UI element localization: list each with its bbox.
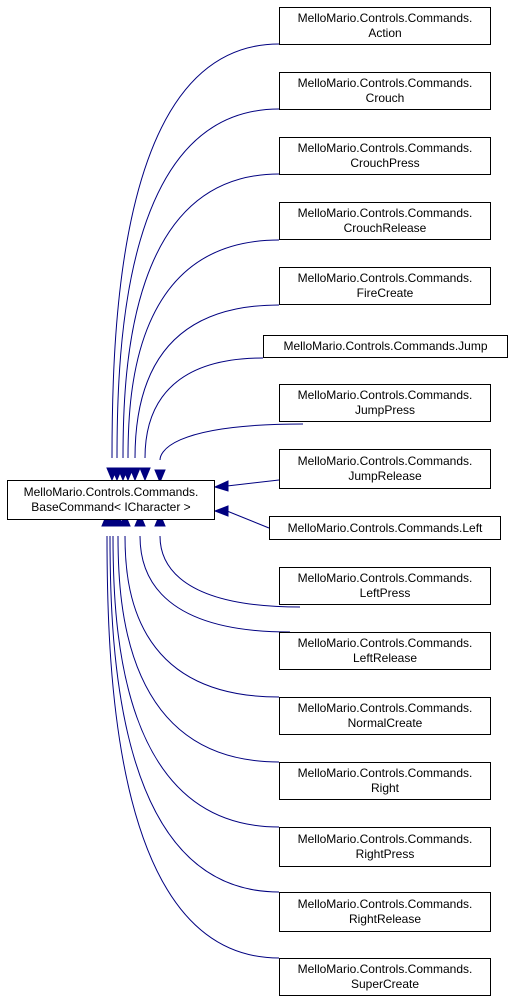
base-command-line1: MelloMario.Controls.Commands. [23,485,199,499]
inheritance-edge [159,535,301,608]
class-node-line2: LeftPress [359,586,411,600]
class-node-line2: Action [368,26,402,40]
inheritance-arrowhead [213,505,229,517]
inheritance-edge [111,43,280,459]
inheritance-edge [124,535,280,698]
class-node-line2: JumpRelease [348,469,422,483]
class-node-jump[interactable]: MelloMario.Controls.Commands.Jump [263,335,508,358]
inheritance-arrowhead [154,512,166,527]
class-node-leftpress[interactable]: MelloMario.Controls.Commands.LeftPress [279,567,491,605]
class-node-line1: MelloMario.Controls.Commands. [297,832,473,846]
class-node-line1: MelloMario.Controls.Commands.Jump [283,339,488,353]
inheritance-edge [116,108,280,459]
inheritance-edge [112,535,280,828]
class-node-line2: CrouchRelease [343,221,427,235]
class-node-action[interactable]: MelloMario.Controls.Commands.Action [279,7,491,45]
class-node-line1: MelloMario.Controls.Commands. [297,636,473,650]
class-node-jumprelease[interactable]: MelloMario.Controls.Commands.JumpRelease [279,449,491,489]
inheritance-edge [134,304,280,459]
class-node-line1: MelloMario.Controls.Commands. [297,766,473,780]
inheritance-arrowhead [129,467,141,482]
class-node-line1: MelloMario.Controls.Commands. [297,897,473,911]
class-node-line1: MelloMario.Controls.Commands.Left [287,520,483,535]
class-node-line2: LeftRelease [352,651,418,665]
class-node-line1: MelloMario.Controls.Commands. [297,571,473,585]
class-node-left[interactable]: MelloMario.Controls.Commands.Left [269,516,501,540]
class-node-normalcreate[interactable]: MelloMario.Controls.Commands.NormalCreat… [279,697,491,735]
class-node-crouchpress[interactable]: MelloMario.Controls.Commands.CrouchPress [279,137,491,175]
inheritance-edge [144,357,264,459]
class-node-line2: Right [370,781,399,795]
inheritance-arrowhead [154,469,166,484]
class-node-line2: CrouchPress [350,156,420,170]
class-node-line1: MelloMario.Controls.Commands. [297,701,473,715]
inheritance-edge [117,535,280,763]
class-node-line1: MelloMario.Controls.Commands. [297,11,473,25]
class-node-line1: MelloMario.Controls.Commands. [297,388,473,402]
class-node-right[interactable]: MelloMario.Controls.Commands.Right [279,762,491,800]
base-command-line2: BaseCommand< ICharacter > [31,500,191,514]
class-node-line2: RightRelease [348,912,422,926]
class-node-line2: Crouch [365,91,405,105]
inheritance-arrowhead [213,480,229,492]
base-command-node: MelloMario.Controls.Commands. BaseComman… [7,480,215,520]
class-node-rightpress[interactable]: MelloMario.Controls.Commands.RightPress [279,827,491,867]
class-node-line2: SuperCreate [350,977,420,991]
class-node-line2: FireCreate [356,286,414,300]
inheritance-edge [226,510,270,529]
inheritance-edge [127,239,280,459]
inheritance-arrowhead [119,512,131,527]
class-node-jumppress[interactable]: MelloMario.Controls.Commands.JumpPress [279,384,491,422]
inheritance-edge [226,479,280,487]
class-node-firecreate[interactable]: MelloMario.Controls.Commands.FireCreate [279,267,491,305]
class-node-line1: MelloMario.Controls.Commands. [297,962,473,976]
inheritance-edge [122,173,280,459]
class-node-line1: MelloMario.Controls.Commands. [297,454,473,468]
inheritance-arrowhead [134,512,146,527]
inheritance-arrowhead [101,512,113,527]
class-node-line2: RightPress [355,847,415,861]
class-node-crouchrelease[interactable]: MelloMario.Controls.Commands.CrouchRelea… [279,202,491,240]
inheritance-arrowhead [122,467,134,482]
inheritance-edge [159,423,304,461]
class-node-line1: MelloMario.Controls.Commands. [297,206,473,220]
inheritance-edge [109,535,280,893]
class-node-line1: MelloMario.Controls.Commands. [297,141,473,155]
class-node-line1: MelloMario.Controls.Commands. [297,271,473,285]
class-node-line2: JumpPress [354,403,416,417]
inheritance-arrowhead [139,467,151,482]
inheritance-edge [106,535,280,959]
inheritance-edge [139,535,291,633]
class-node-line2: NormalCreate [347,716,423,730]
class-node-crouch[interactable]: MelloMario.Controls.Commands.Crouch [279,72,491,110]
class-node-rightrelease[interactable]: MelloMario.Controls.Commands.RightReleas… [279,892,491,932]
class-node-line1: MelloMario.Controls.Commands. [297,76,473,90]
class-node-leftrelease[interactable]: MelloMario.Controls.Commands.LeftRelease [279,632,491,670]
class-node-supercreate[interactable]: MelloMario.Controls.Commands.SuperCreate [279,958,491,996]
